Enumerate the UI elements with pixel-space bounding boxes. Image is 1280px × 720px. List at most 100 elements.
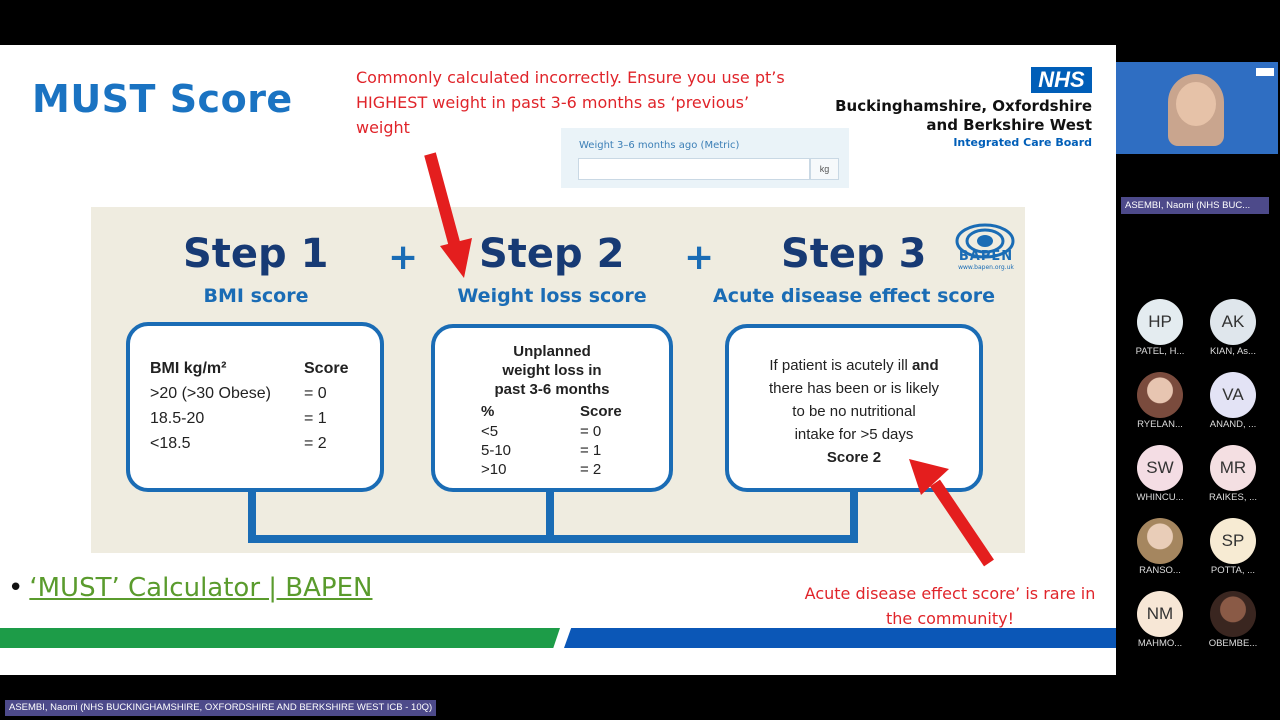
speaker-face bbox=[1176, 82, 1216, 126]
bapen-url: www.bapen.org.uk bbox=[958, 264, 1014, 271]
step-3-title: Step 3 bbox=[781, 231, 927, 277]
weight-widget: Weight 3–6 months ago (Metric) kg bbox=[561, 128, 849, 188]
acute-line: If patient is acutely ill and bbox=[729, 354, 979, 377]
step-1-title: Step 1 bbox=[183, 231, 329, 277]
wl-score: = 0 bbox=[580, 423, 602, 440]
wl-range: 5-10 bbox=[481, 442, 512, 459]
red-arrow-up-icon bbox=[909, 459, 994, 567]
bmi-header: BMI kg/m² bbox=[150, 360, 227, 377]
wl-range: <5 bbox=[481, 423, 499, 440]
wl-score: = 2 bbox=[580, 461, 602, 478]
acute-disease-text: If patient is acutely ill and there has … bbox=[729, 354, 979, 469]
connector-right bbox=[850, 491, 858, 543]
participant-tile[interactable]: HP PATEL, H... bbox=[1124, 299, 1196, 369]
participant-avatar: HP bbox=[1137, 299, 1183, 345]
participant-tile[interactable]: SW WHINCU... bbox=[1124, 445, 1196, 515]
participant-tile[interactable]: AK KIAN, As... bbox=[1197, 299, 1269, 369]
bullet-dot: • bbox=[8, 573, 24, 603]
participant-photo-avatar bbox=[1210, 591, 1256, 637]
must-steps-panel: Step 1 BMI score + Step 2 Weight loss sc… bbox=[91, 207, 1025, 553]
participant-name: ANAND, ... bbox=[1209, 419, 1257, 430]
footer-stripe-blue bbox=[564, 628, 1116, 648]
acute-line: intake for >5 days bbox=[794, 426, 914, 443]
percent-header: % bbox=[481, 403, 495, 420]
participant-tile[interactable]: VA ANAND, ... bbox=[1197, 372, 1269, 442]
acute-line-part: If patient is acutely ill bbox=[769, 357, 912, 374]
wl-score-header: Score bbox=[580, 403, 622, 420]
step-1-subtitle: BMI score bbox=[203, 285, 309, 307]
slide-title: MUST Score bbox=[32, 77, 293, 121]
participant-tile[interactable]: RYELAN... bbox=[1124, 372, 1196, 442]
participant-name: PATEL, H... bbox=[1135, 346, 1185, 357]
participant-photo-avatar bbox=[1137, 372, 1183, 418]
step-3-subtitle: Acute disease effect score bbox=[712, 285, 996, 307]
plus-sign: + bbox=[684, 237, 715, 278]
annotation-rare-in-community: Acute disease effect score’ is rare in t… bbox=[790, 581, 1110, 631]
participant-name: RANSO... bbox=[1139, 565, 1181, 576]
participant-avatar: MR bbox=[1210, 445, 1256, 491]
weight-input[interactable] bbox=[578, 158, 810, 180]
acute-line: to be no nutritional bbox=[792, 403, 916, 420]
participant-tile[interactable]: MR RAIKES, ... bbox=[1197, 445, 1269, 515]
participant-avatar: SP bbox=[1210, 518, 1256, 564]
footer-stripe-green bbox=[0, 628, 560, 648]
active-speaker-name: ASEMBI, Naomi (NHS BUC... bbox=[1121, 197, 1269, 214]
bmi-score-box: BMI kg/m² Score >20 (>30 Obese) = 0 18.5… bbox=[126, 322, 384, 492]
acute-line-and: and bbox=[911, 357, 939, 374]
bullet-item: •‘MUST’ Calculator | BAPEN bbox=[8, 573, 373, 603]
presentation-slide: MUST Score Commonly calculated incorrect… bbox=[0, 45, 1116, 675]
annotation-line: the community! bbox=[886, 609, 1014, 628]
bapen-logo-text: BAPEN bbox=[958, 249, 1014, 264]
step-2-subtitle: Weight loss score bbox=[457, 285, 647, 307]
red-arrow-down-icon bbox=[424, 152, 472, 278]
active-speaker-video[interactable] bbox=[1116, 62, 1278, 154]
bmi-score-header: Score bbox=[304, 360, 349, 377]
org-line-3: Integrated Care Board bbox=[953, 136, 1092, 149]
must-calculator-link[interactable]: ‘MUST’ Calculator | BAPEN bbox=[29, 573, 373, 603]
participant-photo-avatar bbox=[1137, 518, 1183, 564]
participant-tile[interactable]: NM MAHMO... bbox=[1124, 591, 1196, 661]
presenter-name-label: ASEMBI, Naomi (NHS BUCKINGHAMSHIRE, OXFO… bbox=[5, 700, 437, 716]
bapen-logo-icon bbox=[955, 223, 1015, 259]
participant-avatar: AK bbox=[1210, 299, 1256, 345]
org-name: Buckinghamshire, Oxfordshire and Berkshi… bbox=[835, 97, 1092, 150]
participant-name: WHINCU... bbox=[1136, 492, 1184, 503]
plus-sign: + bbox=[388, 237, 419, 278]
participant-avatar: SW bbox=[1137, 445, 1183, 491]
acute-score: Score 2 bbox=[826, 449, 882, 466]
acute-line: there has been or is likely bbox=[768, 380, 940, 397]
acute-disease-box: If patient is acutely ill and there has … bbox=[725, 324, 983, 492]
annotation-incorrect-calc: Commonly calculated incorrectly. Ensure … bbox=[356, 68, 785, 137]
connector-left bbox=[248, 487, 256, 543]
bmi-range: <18.5 bbox=[150, 435, 191, 452]
participant-tile[interactable]: OBEMBE... bbox=[1197, 591, 1269, 661]
participant-avatar: NM bbox=[1137, 591, 1183, 637]
bmi-score: = 2 bbox=[304, 435, 327, 452]
wl-score: = 1 bbox=[580, 442, 602, 459]
connector-middle bbox=[546, 491, 554, 543]
nhs-logo: NHS bbox=[1031, 67, 1092, 93]
nhs-mini-logo-icon bbox=[1256, 68, 1274, 76]
participant-name: POTTA, ... bbox=[1210, 565, 1256, 576]
participant-tile[interactable]: RANSO... bbox=[1124, 518, 1196, 588]
annotation-line: Acute disease effect score’ is rare in bbox=[804, 584, 1096, 603]
weight-loss-heading: Unplanned weight loss in past 3-6 months bbox=[435, 342, 669, 399]
heading-line: weight loss in bbox=[502, 362, 602, 379]
heading-line: past 3-6 months bbox=[494, 381, 610, 398]
participant-tile[interactable]: SP POTTA, ... bbox=[1197, 518, 1269, 588]
heading-line: Unplanned bbox=[513, 343, 591, 360]
bmi-score: = 0 bbox=[304, 385, 327, 402]
participant-name: KIAN, As... bbox=[1210, 346, 1256, 357]
participant-name: MAHMO... bbox=[1137, 638, 1183, 649]
org-line-1: Buckinghamshire, Oxfordshire bbox=[835, 97, 1092, 115]
weight-label: Weight 3–6 months ago (Metric) bbox=[579, 140, 740, 151]
weight-loss-box: Unplanned weight loss in past 3-6 months… bbox=[431, 324, 673, 492]
step-2-title: Step 2 bbox=[479, 231, 625, 277]
participant-name: RYELAN... bbox=[1137, 419, 1183, 430]
participant-name: RAIKES, ... bbox=[1208, 492, 1258, 503]
org-line-2: and Berkshire West bbox=[926, 116, 1092, 134]
bmi-range: >20 (>30 Obese) bbox=[150, 385, 271, 402]
participant-name: OBEMBE... bbox=[1208, 638, 1258, 649]
participant-avatar: VA bbox=[1210, 372, 1256, 418]
wl-range: >10 bbox=[481, 461, 507, 478]
